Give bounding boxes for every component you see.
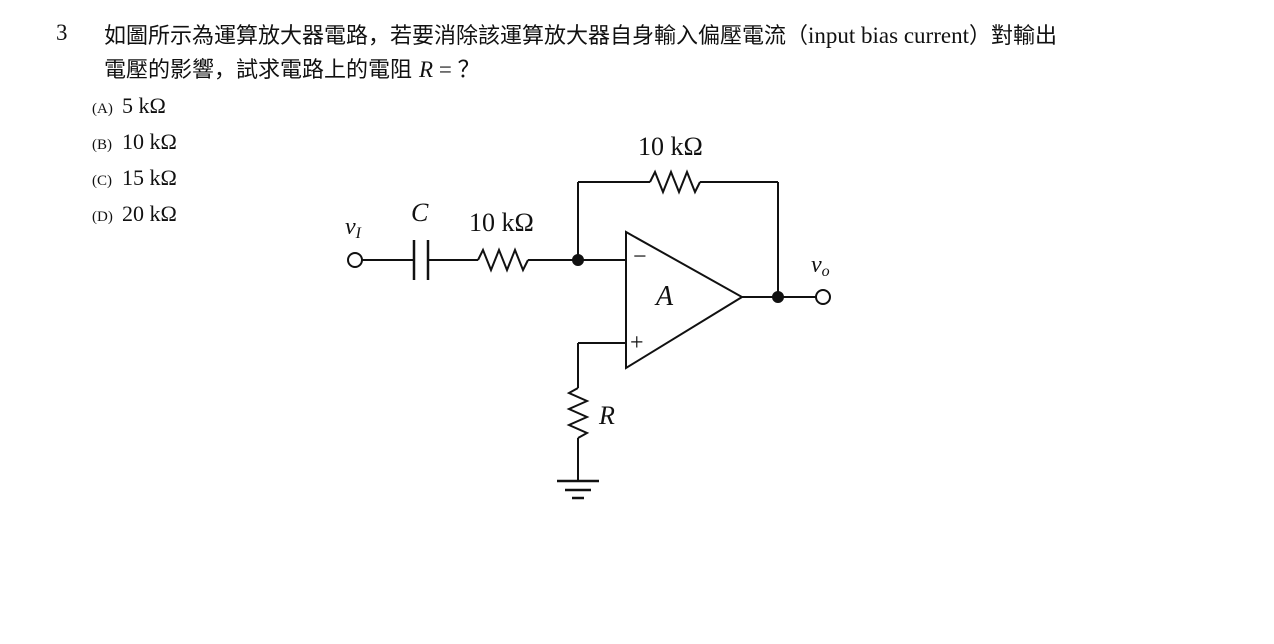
- feedback-resistor: [649, 169, 701, 195]
- feedback-resistor-label: 10 kΩ: [638, 132, 703, 161]
- option-letter: (D): [92, 209, 113, 225]
- option-c[interactable]: (C) 15 kΩ: [92, 160, 177, 196]
- ground-resistor-r: [566, 387, 590, 439]
- stem-text: 電壓的影響，試求電路上的電阻: [104, 58, 419, 83]
- op-amp-triangle: [625, 230, 744, 370]
- inverting-sign: −: [633, 244, 647, 270]
- input-resistor-label: 10 kΩ: [469, 208, 534, 237]
- stem-text: = ？: [433, 57, 481, 82]
- ground-icon: [557, 479, 599, 500]
- stem-english-term: input bias current: [808, 23, 969, 48]
- option-text: 20 kΩ: [122, 201, 177, 226]
- option-d[interactable]: (D) 20 kΩ: [92, 196, 177, 232]
- option-text: 15 kΩ: [122, 165, 177, 190]
- ground-resistor-label: R: [598, 401, 615, 430]
- option-letter: (A): [92, 101, 113, 117]
- output-terminal: [815, 289, 831, 305]
- stem-text: 如圖所示為運算放大器電路，若要消除該運算放大器自身輸入偏壓電流（: [104, 24, 809, 49]
- output-voltage-label: vo: [811, 252, 830, 280]
- op-amp-label: A: [654, 281, 674, 312]
- option-b[interactable]: (B) 10 kΩ: [92, 124, 177, 160]
- question-stem-line-1: 如圖所示為運算放大器電路，若要消除該運算放大器自身輸入偏壓電流（input bi…: [104, 20, 1254, 53]
- option-text: 5 kΩ: [122, 93, 166, 118]
- option-letter: (B): [92, 137, 112, 153]
- input-terminal: [347, 252, 363, 268]
- output-node: [772, 291, 784, 303]
- stem-text: ）對輸出: [968, 24, 1057, 49]
- option-letter: (C): [92, 173, 112, 189]
- question-number: 3: [56, 20, 68, 45]
- non-inverting-sign: +: [630, 330, 644, 356]
- input-resistor: [477, 247, 529, 273]
- capacitor-label: C: [411, 198, 429, 227]
- question-stem-line-2: 電壓的影響，試求電路上的電阻 R = ？: [104, 54, 1254, 87]
- stem-variable-r: R: [419, 57, 434, 82]
- input-voltage-label: vI: [345, 214, 362, 242]
- option-a[interactable]: (A) 5 kΩ: [92, 88, 177, 124]
- answer-options: (A) 5 kΩ (B) 10 kΩ (C) 15 kΩ (D) 20 kΩ: [92, 88, 177, 232]
- option-text: 10 kΩ: [122, 129, 177, 154]
